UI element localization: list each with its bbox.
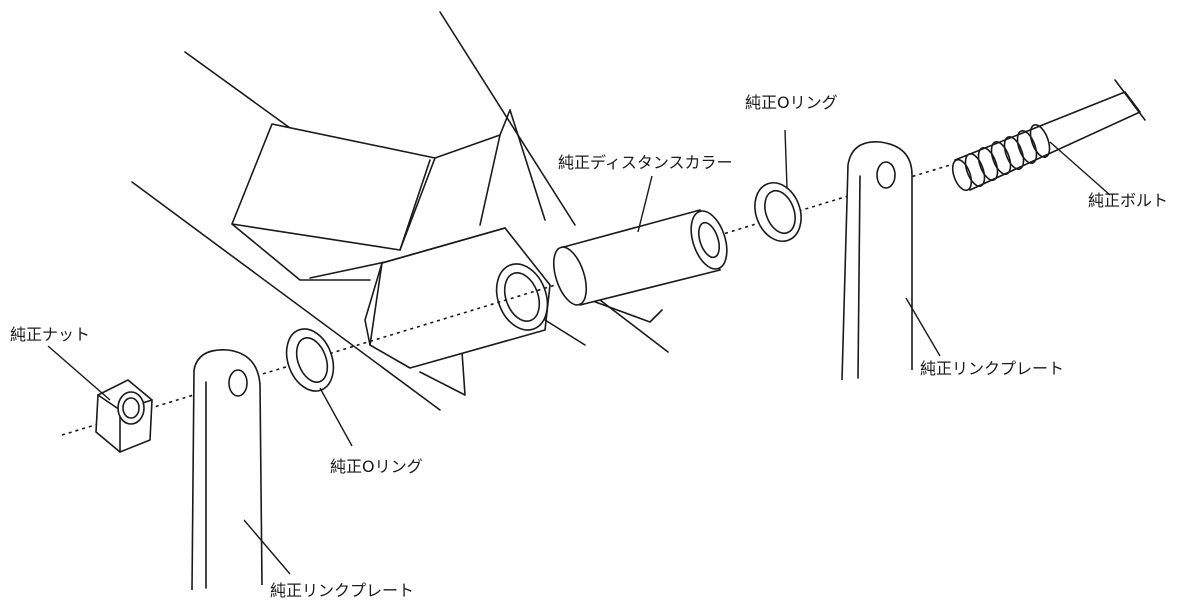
link-plate-right-label: 純正リンクプレート <box>920 359 1064 378</box>
o-ring-right-label: 純正Oリング <box>745 93 838 112</box>
distance-collar <box>552 209 728 306</box>
bolt <box>951 79 1146 192</box>
o-ring-right <box>754 182 802 242</box>
link-plate-right <box>841 141 913 381</box>
o-ring-left <box>285 328 335 392</box>
link-plate-left <box>191 349 263 591</box>
o-ring-left-label: 純正Oリング <box>330 457 423 476</box>
pivot-boss <box>364 227 586 369</box>
nut-label: 純正ナット <box>10 325 90 344</box>
bolt-label: 純正ボルト <box>1088 191 1168 210</box>
swingarm-frame <box>131 11 669 411</box>
nut <box>95 379 153 453</box>
leader-lines <box>47 129 1111 575</box>
distance-collar-label: 純正ディスタンスカラー <box>558 153 733 172</box>
link-plate-left-label: 純正リンクプレート <box>270 581 414 600</box>
